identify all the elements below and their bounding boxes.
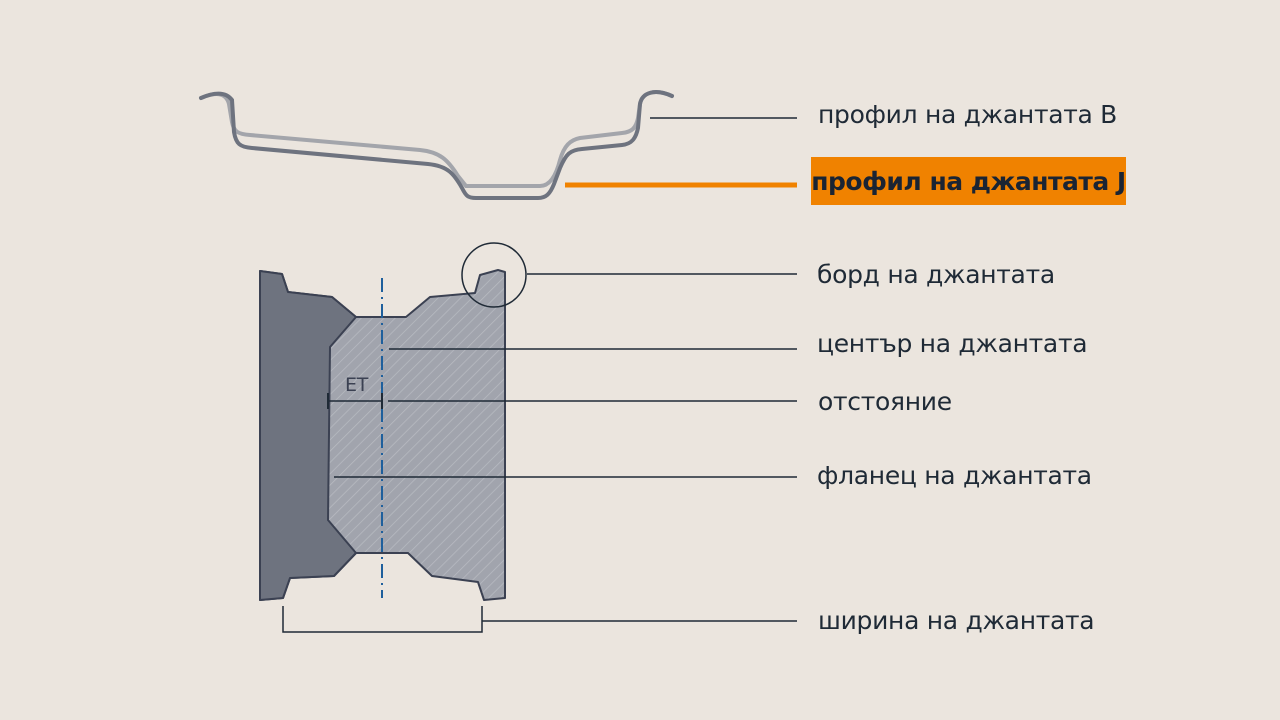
- flange-edge-circle: [461, 242, 527, 308]
- label-rim-flange: фланец на джантата: [817, 461, 1092, 490]
- rim-section-dark: [259, 270, 357, 601]
- label-offset: отстояние: [818, 387, 952, 416]
- label-profile-j: профил на джантата J: [811, 166, 1126, 196]
- label-rim-center: център на джантата: [817, 329, 1088, 358]
- label-profile-j-highlight: профил на джантата J: [811, 157, 1126, 205]
- et-label: ET: [345, 374, 369, 396]
- label-rim-width: ширина на джантата: [818, 606, 1095, 635]
- label-rim-flange-edge: борд на джантата: [817, 260, 1055, 289]
- width-bracket: [282, 606, 797, 633]
- label-profile-b: профил на джантата B: [818, 100, 1118, 129]
- rim-profile-j: [199, 90, 674, 200]
- rim-profile-b: [199, 90, 674, 188]
